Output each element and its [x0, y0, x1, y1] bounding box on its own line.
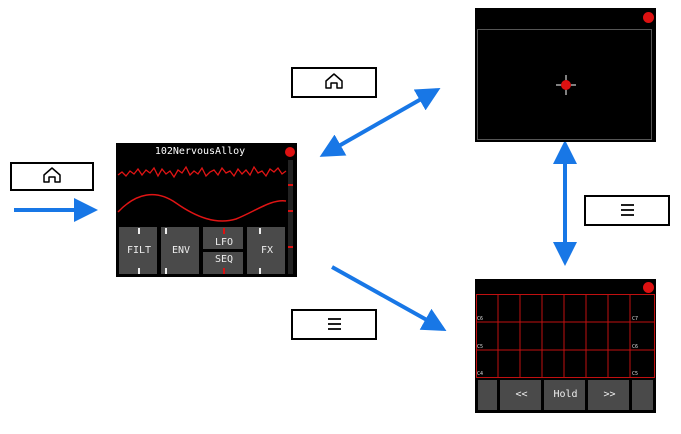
home-arrow — [319, 88, 441, 157]
octave-up-label: >> — [603, 389, 616, 400]
crosshair-cursor-icon[interactable] — [556, 75, 576, 95]
record-indicator-icon[interactable] — [643, 12, 654, 23]
octave-down-button[interactable]: << — [499, 379, 542, 411]
waveform-display — [117, 165, 287, 222]
preset-title: 102NervousAlloy — [154, 146, 246, 157]
note-grid[interactable] — [475, 294, 656, 378]
xy-pad-area[interactable] — [477, 29, 652, 140]
blank-button-left[interactable] — [477, 379, 498, 411]
level-mark — [288, 210, 293, 212]
entry-home-button[interactable] — [10, 162, 94, 191]
octave-label: C5 — [477, 344, 484, 350]
seq-button-label: SEQ — [214, 254, 234, 265]
level-mark — [288, 246, 293, 248]
seq-button[interactable]: SEQ — [202, 251, 244, 275]
xy-pad-screen — [475, 8, 656, 142]
noise-waveform — [117, 165, 287, 179]
home-button[interactable] — [291, 67, 377, 98]
blank-button-right[interactable] — [631, 379, 654, 411]
octave-label: C6 — [477, 316, 484, 322]
main-button-row: FILT ENV LFO SEQ FX — [118, 226, 286, 275]
keyboard-button-row: << Hold >> — [477, 379, 654, 411]
octave-label: C7 — [632, 316, 639, 322]
home-icon — [325, 73, 343, 89]
level-meter — [288, 160, 293, 274]
fx-button[interactable]: FX — [246, 226, 286, 275]
hold-button[interactable]: Hold — [543, 379, 586, 411]
filt-button-label: FILT — [126, 245, 152, 256]
home-icon — [43, 167, 61, 183]
lfo-button[interactable]: LFO — [202, 226, 244, 250]
main-screen: 102NervousAlloy FILT ENV LFO SEQ — [116, 143, 297, 277]
filt-button[interactable]: FILT — [118, 226, 158, 275]
menu-arrow-diagonal — [331, 265, 447, 331]
octave-up-button[interactable]: >> — [587, 379, 630, 411]
menu-icon — [328, 318, 341, 330]
env-button[interactable]: ENV — [160, 226, 200, 275]
lfo-button-label: LFO — [214, 237, 234, 248]
menu-button-right[interactable] — [584, 195, 670, 226]
record-indicator-icon[interactable] — [643, 282, 654, 293]
octave-label: C5 — [632, 371, 639, 377]
menu-button-bottom[interactable] — [291, 309, 377, 340]
env-button-label: ENV — [171, 245, 191, 256]
sine-waveform — [117, 193, 287, 222]
menu-icon — [621, 204, 634, 216]
hold-label: Hold — [553, 389, 578, 400]
fx-button-label: FX — [260, 245, 274, 256]
octave-label: C6 — [632, 344, 639, 350]
keyboard-screen: C6 C5 C4 C7 C6 C5 << Hold >> — [475, 279, 656, 413]
record-indicator-icon[interactable] — [285, 147, 295, 157]
octave-label: C4 — [477, 371, 484, 377]
octave-down-label: << — [515, 389, 528, 400]
level-mark — [288, 184, 293, 186]
